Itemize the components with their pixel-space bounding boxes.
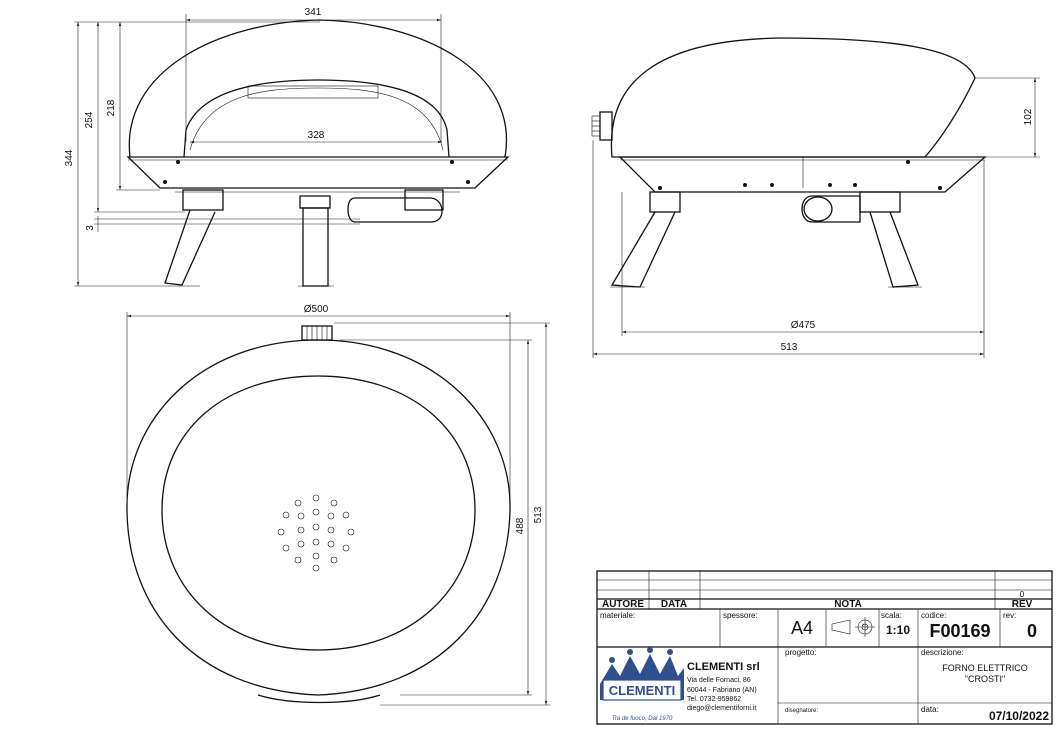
vent-holes <box>277 494 355 572</box>
tb-rev-field-label: rev: <box>1003 611 1016 620</box>
tb-company-name: CLEMENTI srl <box>687 661 760 673</box>
logo-text: CLEMENTI <box>609 683 675 698</box>
logo-tagline: Tra de fuoco, Dal 1970 <box>612 716 673 722</box>
tb-codice-value: F00169 <box>929 621 990 641</box>
side-dimensions: 102 Ø475 513 <box>592 77 1040 358</box>
tb-scala-value: 1:10 <box>886 623 910 637</box>
tb-data-value: 07/10/2022 <box>989 709 1049 723</box>
tb-autore-label: AUTORE <box>602 599 644 610</box>
front-dimensions: 341 328 344 254 218 3 <box>64 7 442 287</box>
tb-data-label: DATA <box>661 599 687 610</box>
tb-scala-label: scala: <box>881 611 902 620</box>
tb-data-field-label: data: <box>921 705 939 714</box>
company-logo: CLEMENTI Tra de fuoco, Dal 1970 <box>600 647 684 722</box>
tb-address2: 60044 - Fabriano (AN) <box>687 687 757 694</box>
dim-side-base-diameter: Ø475 <box>791 320 816 331</box>
projection-symbol-icon <box>831 617 875 637</box>
dim-side-total-width: 513 <box>781 342 798 353</box>
tb-progetto-label: progetto: <box>785 648 817 657</box>
tb-rev-label: REV <box>1012 599 1033 610</box>
dim-front-leg-gap: 3 <box>85 225 96 231</box>
side-view <box>591 37 987 288</box>
top-dimensions: Ø500 488 513 <box>126 304 550 706</box>
tb-descrizione-line2: "CROSTI" <box>965 674 1005 684</box>
tb-descrizione-line1: FORNO ELETTRICO <box>942 663 1028 673</box>
tb-descrizione-label: descrizione: <box>921 648 964 657</box>
front-view <box>126 19 510 287</box>
tb-spessore-label: spessore: <box>723 611 758 620</box>
dim-side-dome-height: 102 <box>1023 108 1034 125</box>
tb-rev-value: 0 <box>1027 621 1037 641</box>
dim-top-depth-inner: 488 <box>515 517 526 534</box>
tb-disegnatore-label: disegnatore: <box>785 708 818 714</box>
tb-codice-label: codice: <box>921 611 946 620</box>
dim-front-width-top: 341 <box>305 7 322 18</box>
tb-rev-small: 0 <box>1020 590 1025 599</box>
dim-top-depth-total: 513 <box>533 506 544 523</box>
tb-format: A4 <box>791 618 813 638</box>
dim-front-opening-width: 328 <box>308 130 325 141</box>
dim-front-body-height: 254 <box>84 111 95 128</box>
dim-front-opening-height: 218 <box>106 99 117 116</box>
tb-phone: Tel. 0732-959862 <box>687 696 741 703</box>
dim-front-total-height: 344 <box>64 149 75 166</box>
tb-materiale-label: materiale: <box>600 611 635 620</box>
tb-nota-label: NOTA <box>834 599 862 610</box>
tb-email: diego@clementiforni.it <box>687 705 756 712</box>
dim-top-diameter: Ø500 <box>304 304 329 315</box>
tb-address1: Via delle Fornaci, 86 <box>687 677 751 684</box>
title-block: AUTORE DATA NOTA 0 REV materiale: spesso… <box>596 570 1053 725</box>
top-view <box>126 325 511 704</box>
